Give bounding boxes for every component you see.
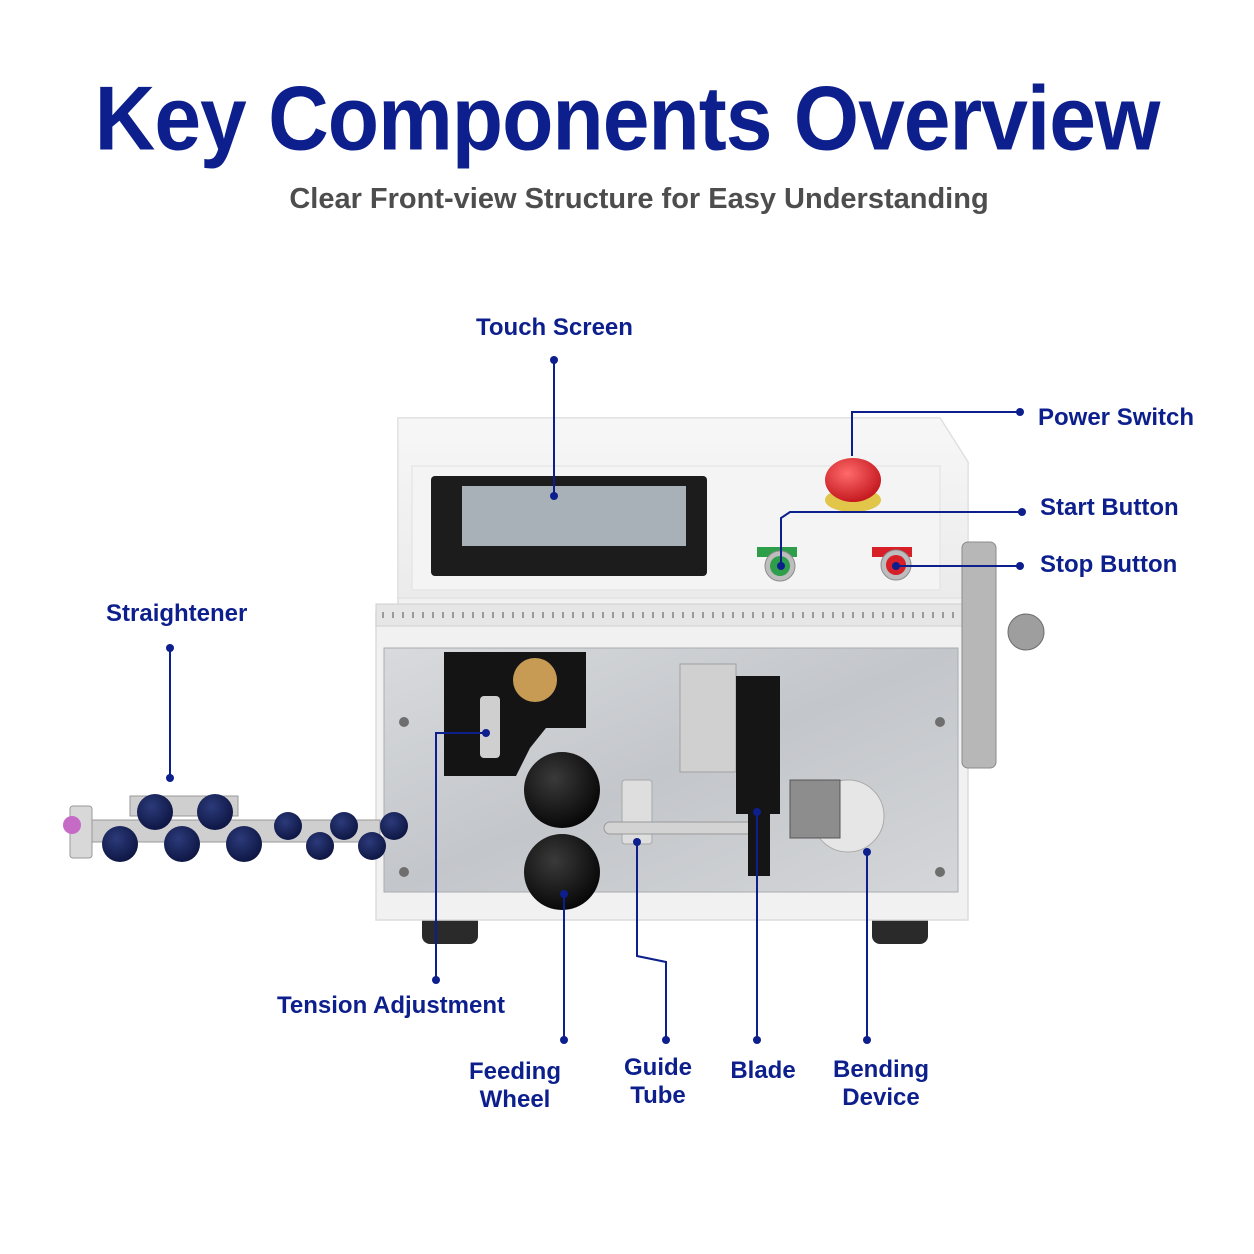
leader-dot [166, 644, 174, 652]
straightener-roller [330, 812, 358, 840]
leader-dot [560, 890, 568, 898]
straightener-roller [102, 826, 138, 862]
leader-dot [892, 562, 900, 570]
label-bending-device: Bending Device [826, 1056, 936, 1112]
air-regulator [961, 541, 997, 769]
leader-dot [1018, 508, 1026, 516]
label-power-switch: Power Switch [1038, 404, 1195, 431]
leader-dot [777, 562, 785, 570]
leader-start-button [780, 511, 1022, 566]
leader-dot [633, 838, 641, 846]
blade-cover [679, 663, 737, 773]
air-regulator-knob [1007, 613, 1045, 651]
panel-screw [935, 717, 945, 727]
label-straightener: Straightener [106, 600, 248, 627]
leader-dot [662, 1036, 670, 1044]
blade-arm [736, 676, 780, 814]
label-blade: Blade [730, 1057, 796, 1084]
guide-tube [603, 821, 755, 835]
straightener-roller [358, 832, 386, 860]
blade [748, 814, 770, 876]
leader-power-switch [851, 411, 1020, 456]
straightener-roller [197, 794, 233, 830]
leader-dot [482, 729, 490, 737]
label-guide-tube: Guide Tube [610, 1054, 706, 1110]
page-subtitle: Clear Front-view Structure for Easy Unde… [289, 183, 989, 215]
label-start-button: Start Button [1040, 494, 1179, 521]
leader-dot [753, 1036, 761, 1044]
leader-dot [753, 808, 761, 816]
panel-screw [399, 867, 409, 877]
panel-screw [935, 867, 945, 877]
page-title: Key Components Overview [94, 67, 1161, 169]
straightener-roller [137, 794, 173, 830]
label-guide-tube-line2: Tube [630, 1082, 686, 1109]
leader-dot [550, 356, 558, 364]
panel-screw [399, 717, 409, 727]
tension-dial [513, 658, 557, 702]
bending-device-clamp [789, 779, 841, 839]
leader-dot [863, 1036, 871, 1044]
feeding-wheel-bottom [524, 834, 600, 910]
label-bending-device-line1: Bending [833, 1056, 929, 1083]
touch-screen-display [462, 486, 686, 546]
straightener-roller [164, 826, 200, 862]
leader-guide-tube [636, 842, 667, 1040]
leader-dot [863, 848, 871, 856]
label-bending-device-line2: Device [842, 1084, 920, 1111]
feeding-wheel-top [524, 752, 600, 828]
touch-screen-glare [462, 486, 686, 546]
leader-dot [1016, 408, 1024, 416]
ruler-strip [375, 603, 965, 627]
label-touch-screen: Touch Screen [476, 314, 633, 341]
straightener-roller [380, 812, 408, 840]
straightener-roller [226, 826, 262, 862]
label-feeding-wheel: Feeding Wheel [460, 1058, 570, 1114]
leader-dot [560, 1036, 568, 1044]
power-switch-knob [825, 458, 881, 502]
label-stop-button: Stop Button [1040, 551, 1178, 578]
tension-adjustment-slider [480, 696, 500, 758]
leader-dot [1016, 562, 1024, 570]
label-feeding-wheel-line1: Feeding [468, 1058, 561, 1085]
straightener-roller [306, 832, 334, 860]
label-tension-adjustment: Tension Adjustment [277, 992, 505, 1019]
label-feeding-wheel-line2: Wheel [479, 1086, 551, 1113]
straightener-end-knob [63, 816, 81, 834]
leader-dot [550, 492, 558, 500]
label-guide-tube-line1: Guide [623, 1054, 692, 1081]
straightener-roller [274, 812, 302, 840]
leader-tension-adjustment [435, 732, 486, 980]
leader-dot [166, 774, 174, 782]
leader-dot [432, 976, 440, 984]
